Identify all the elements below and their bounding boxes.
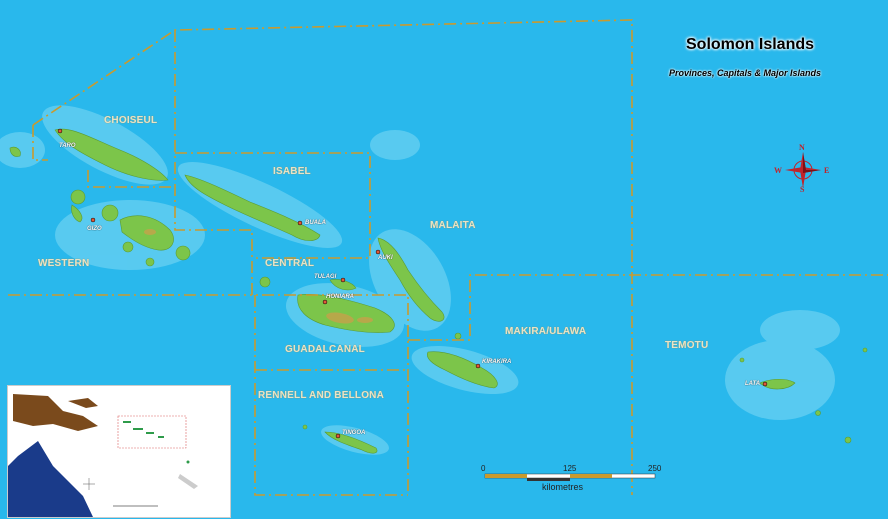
- scale-tick-125: 125: [563, 464, 577, 473]
- scale-unit-label: kilometres: [542, 482, 584, 492]
- locator-inset-drawing: [8, 386, 230, 517]
- province-boundaries: [8, 19, 888, 496]
- capital-label-buala: BUALA: [305, 220, 326, 226]
- capital-label-tulagi: TULAGI: [314, 274, 337, 280]
- locator-inset-map: [7, 385, 231, 518]
- islands: [9, 128, 868, 454]
- province-label-guadalcanal[interactable]: GUADALCANAL: [285, 344, 365, 355]
- compass-north: N: [799, 143, 805, 152]
- province-label-isabel[interactable]: ISABEL: [273, 166, 311, 177]
- capital-label-honiara: HONIARA: [326, 294, 354, 300]
- province-label-rennell-bellona[interactable]: RENNELL AND BELLONA: [258, 390, 385, 401]
- compass-south: S: [800, 185, 805, 194]
- province-label-western[interactable]: WESTERN: [38, 258, 90, 269]
- map-title: Solomon Islands: [686, 36, 815, 53]
- capital-label-gizo: GIZO: [87, 226, 102, 232]
- province-label-temotu[interactable]: TEMOTU: [665, 340, 709, 351]
- capital-label-tingoa: TINGOA: [342, 430, 366, 436]
- compass-west: W: [774, 166, 782, 175]
- compass-east: E: [824, 166, 830, 175]
- compass-rose-icon: [785, 152, 821, 188]
- capital-label-taro: TARO: [59, 143, 76, 149]
- province-label-malaita[interactable]: MALAITA: [430, 220, 476, 231]
- province-label-choiseul[interactable]: CHOISEUL: [104, 115, 158, 126]
- capital-label-kirakira: KIRAKIRA: [482, 359, 512, 365]
- capital-label-auki: AUKI: [378, 255, 393, 261]
- scale-tick-250: 250: [648, 464, 662, 473]
- province-label-makira-ulawa[interactable]: MAKIRA/ULAWA: [505, 326, 587, 337]
- capital-label-lata: LATA: [745, 381, 761, 387]
- scale-tick-0: 0: [481, 464, 486, 473]
- capital-markers: [57, 128, 768, 439]
- scale-bar: [484, 473, 656, 481]
- province-label-central[interactable]: CENTRAL: [265, 258, 315, 269]
- map-subtitle: Provinces, Capitals & Major Islands: [669, 68, 822, 78]
- highlands: [144, 229, 373, 324]
